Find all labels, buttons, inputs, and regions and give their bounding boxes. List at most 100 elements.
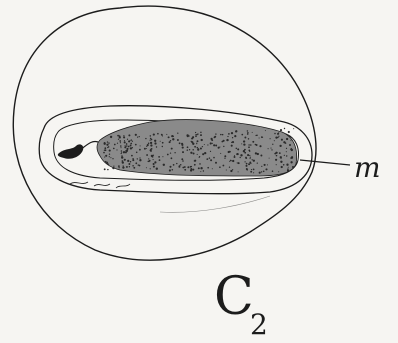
stipple-dot <box>193 153 195 155</box>
stipple-dot <box>220 134 221 135</box>
stipple-dot <box>137 136 138 137</box>
stipple-dot <box>190 168 192 170</box>
stipple-dot <box>130 161 131 162</box>
stipple-dot <box>241 134 243 136</box>
caption-subscript: 2 <box>250 308 268 341</box>
stipple-dot <box>245 165 247 167</box>
stipple-dot <box>153 159 154 160</box>
stipple-dot <box>281 139 283 141</box>
stipple-dot <box>160 141 161 142</box>
stipple-dot <box>146 146 147 147</box>
stipple-dot <box>224 158 225 159</box>
stipple-dot <box>112 167 114 169</box>
stipple-dot <box>244 161 245 162</box>
stipple-dot <box>128 134 130 136</box>
stipple-dot <box>243 150 245 152</box>
stipple-dot <box>148 142 150 144</box>
stipple-dot <box>234 155 235 156</box>
stipple-dot <box>197 140 199 142</box>
stipple-dot <box>253 172 254 173</box>
stipple-dot <box>255 152 257 154</box>
stipple-dot <box>287 169 289 171</box>
stipple-dot <box>120 147 121 148</box>
stipple-dot <box>149 160 151 162</box>
stipple-dot <box>290 161 292 163</box>
stipple-dot <box>139 149 141 151</box>
stipple-dot <box>139 159 141 161</box>
stipple-dot <box>182 147 184 149</box>
stipple-dot <box>129 166 130 167</box>
stipple-dot <box>284 155 285 156</box>
stipple-dot <box>123 135 124 136</box>
stipple-dot <box>248 163 250 165</box>
stipple-dot <box>148 158 149 159</box>
stipple-dot <box>213 144 215 146</box>
stipple-dot <box>172 136 174 138</box>
stipple-dot <box>278 171 279 172</box>
stipple-dot <box>131 139 132 140</box>
stipple-dot <box>119 140 121 142</box>
stipple-dot <box>125 151 127 153</box>
stipple-dot <box>139 157 140 158</box>
stipple-dot <box>222 134 224 136</box>
stipple-dot <box>121 150 123 152</box>
stipple-dot <box>132 141 133 142</box>
stipple-dot <box>191 137 193 139</box>
stipple-dot <box>125 145 126 146</box>
stipple-dot <box>132 158 134 160</box>
stipple-dot <box>287 135 289 137</box>
stipple-dot <box>280 129 282 131</box>
stipple-dot <box>104 149 105 150</box>
stipple-dot <box>166 134 167 135</box>
stipple-dot <box>228 151 230 153</box>
stipple-dot <box>114 144 116 146</box>
stipple-dot <box>130 145 132 147</box>
stipple-dot <box>169 169 171 171</box>
stipple-dot <box>180 164 182 166</box>
stipple-dot <box>126 145 128 147</box>
stipple-dot <box>212 168 213 169</box>
stipple-dot <box>272 144 273 145</box>
stipple-dot <box>116 149 117 150</box>
stipple-dot <box>229 161 230 162</box>
stipple-dot <box>250 158 251 159</box>
stipple-dot <box>228 133 230 135</box>
stipple-dot <box>247 133 248 134</box>
stipple-dot <box>291 149 293 151</box>
stipple-dot <box>171 148 173 150</box>
stipple-dot <box>104 147 106 149</box>
stipple-dot <box>279 152 281 154</box>
stipple-dot <box>171 157 173 159</box>
stipple-dot <box>135 134 137 136</box>
stipple-dot <box>278 136 279 137</box>
stipple-dot <box>128 146 130 148</box>
stipple-dot <box>203 170 204 171</box>
stipple-dot <box>198 149 200 151</box>
stipple-dot <box>200 171 201 172</box>
stipple-dot <box>199 163 201 165</box>
stipple-dot <box>147 144 149 146</box>
stipple-dot <box>150 135 152 137</box>
stipple-dot <box>259 145 261 147</box>
stipple-dot <box>119 136 121 138</box>
stipple-dot <box>245 157 247 159</box>
stipple-dot <box>274 133 276 135</box>
stipple-dot <box>211 138 213 140</box>
stipple-dot <box>250 144 252 146</box>
stipple-dot <box>145 138 146 139</box>
stipple-dot <box>260 155 262 157</box>
stipple-dot <box>187 146 189 148</box>
stipple-dot <box>106 144 108 146</box>
stipple-dot <box>206 158 208 160</box>
stipple-dot <box>121 152 122 153</box>
stipple-dot <box>253 160 255 162</box>
stipple-dot <box>154 161 156 163</box>
stipple-dot <box>257 162 258 163</box>
stipple-dot <box>136 152 138 154</box>
stipple-dot <box>204 152 206 154</box>
stipple-dot <box>248 150 250 152</box>
stipple-dot <box>230 160 232 162</box>
stipple-dot <box>105 155 107 157</box>
stipple-dot <box>133 167 135 169</box>
stipple-dot <box>226 139 228 141</box>
